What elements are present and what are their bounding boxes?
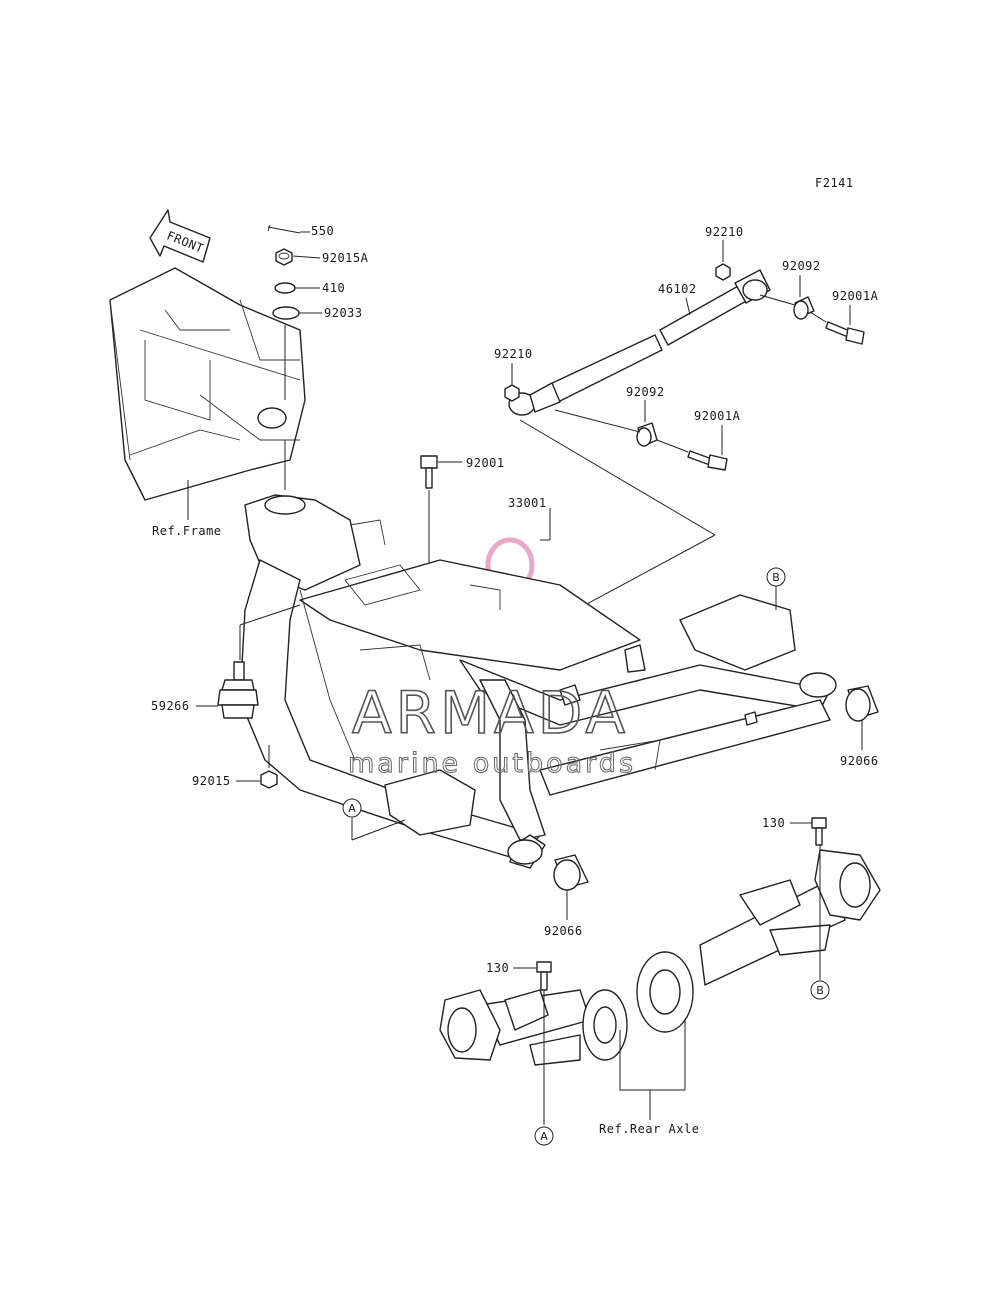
label-550: 550 <box>311 224 334 238</box>
ref-frame-drawing <box>109 267 306 501</box>
bolt-92001A-mid <box>687 450 728 471</box>
label-410: 410 <box>322 281 345 295</box>
marker-b-top <box>766 567 786 587</box>
label-130-left: 130 <box>486 961 509 975</box>
label-92092-mid: 92092 <box>626 385 665 399</box>
rod-46102 <box>508 269 771 416</box>
bushing-92092-top <box>793 296 815 320</box>
label-92066-bottom: 92066 <box>544 924 583 938</box>
marker-b-top-label: B <box>772 571 780 584</box>
swingarm-33001 <box>239 494 837 869</box>
label-59266: 59266 <box>151 699 190 713</box>
washer-410 <box>274 282 296 294</box>
label-92210-top: 92210 <box>705 225 744 239</box>
nut-92015 <box>260 770 278 789</box>
marker-a-left <box>342 798 362 818</box>
front-arrow-icon: FRONT <box>149 209 211 263</box>
label-92033: 92033 <box>324 306 363 320</box>
cotter-pin-550 <box>267 224 301 234</box>
label-92001A-top: 92001A <box>832 289 879 303</box>
bushing-92092-mid <box>636 422 658 447</box>
label-92066-right: 92066 <box>840 754 879 768</box>
nut-92210-left <box>504 384 520 402</box>
label-33001: 33001 <box>508 496 547 510</box>
bolt-130-right <box>811 817 827 846</box>
label-46102: 46102 <box>658 282 697 296</box>
label-ref-frame: Ref.Frame <box>152 524 222 538</box>
cap-92066-right <box>845 685 879 722</box>
marker-a-bottom-label: A <box>540 1130 548 1143</box>
marker-a-left-label: A <box>348 802 356 815</box>
label-130-right: 130 <box>762 816 785 830</box>
cap-92066-bottom <box>553 854 589 891</box>
bolt-92001A-top <box>825 321 865 345</box>
watermark-tagline: marine outboards <box>348 748 636 779</box>
label-ref-rear-axle: Ref.Rear Axle <box>599 1122 699 1136</box>
ring-92033 <box>272 306 300 320</box>
bolt-92001 <box>420 455 438 489</box>
nut-92210-top <box>715 263 731 281</box>
bolt-130-left <box>536 961 552 991</box>
label-92210-left: 92210 <box>494 347 533 361</box>
label-92001: 92001 <box>466 456 505 470</box>
label-92001A-mid: 92001A <box>694 409 741 423</box>
axle-housing-right <box>636 849 881 1033</box>
label-92015: 92015 <box>192 774 231 788</box>
marker-a-bottom <box>534 1126 554 1146</box>
figure-code: F2141 <box>815 176 854 190</box>
damper-59266 <box>217 661 259 719</box>
watermark-brand: ARMADA <box>352 679 629 747</box>
nut-92015A <box>275 248 293 266</box>
label-92015A: 92015A <box>322 251 369 265</box>
label-92092-top: 92092 <box>782 259 821 273</box>
marker-b-right-label: B <box>816 984 824 997</box>
marker-b-right <box>810 980 830 1000</box>
axle-housing-left <box>439 989 628 1066</box>
